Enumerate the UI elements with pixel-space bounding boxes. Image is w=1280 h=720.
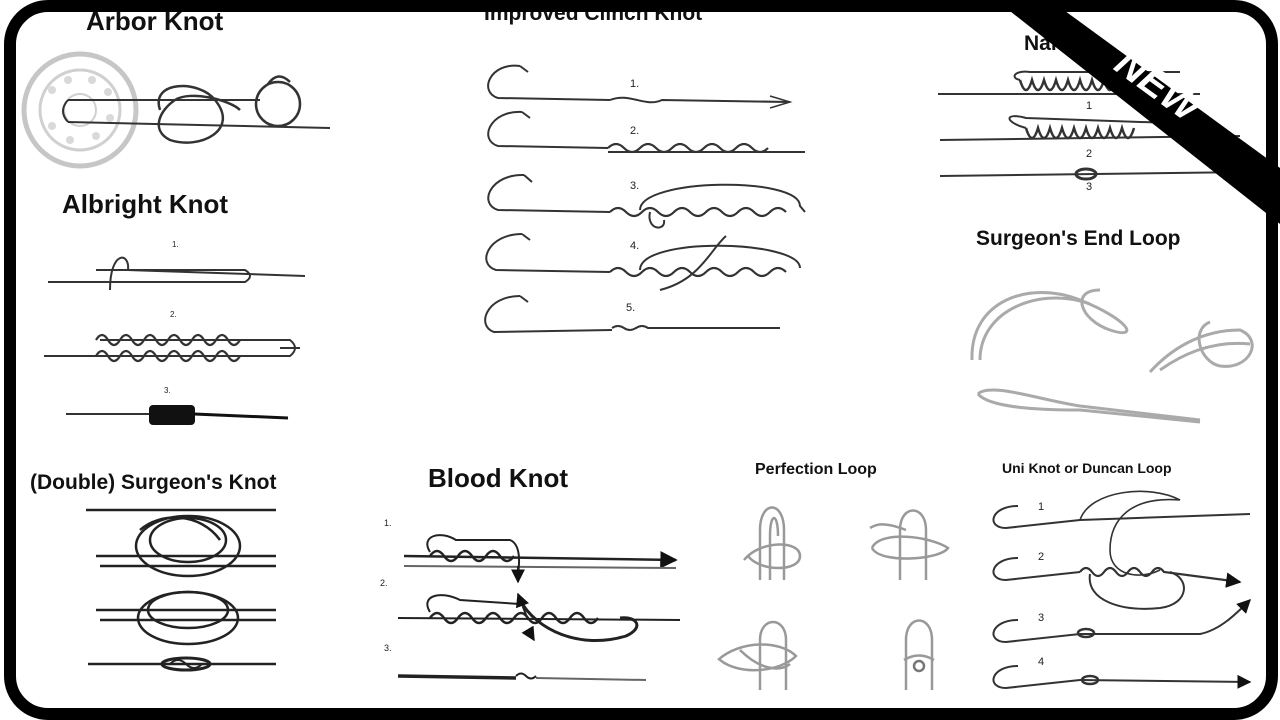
albright-knot-diagram	[44, 256, 306, 425]
fish-hook-icon	[992, 557, 1081, 582]
uni-knot-title: Uni Knot or Duncan Loop	[1002, 460, 1172, 476]
arrow-icon	[515, 592, 530, 621]
blood-knot-title: Blood Knot	[428, 463, 569, 493]
new-badge: NEW	[996, 0, 1280, 224]
fish-hook-icon	[487, 110, 609, 149]
surgeons-end-loop-title: Surgeon's End Loop	[976, 227, 1181, 250]
fish-hook-icon	[992, 505, 1081, 530]
blood-knot-diagram	[397, 534, 681, 681]
arrow-icon	[1080, 599, 1251, 635]
arrow-icon	[1079, 674, 1252, 689]
perfection-loop-diagram	[717, 506, 950, 690]
perfection-loop-title: Perfection Loop	[755, 461, 877, 478]
arrow-icon	[521, 625, 535, 642]
uni-step-3: 3	[1038, 612, 1045, 624]
blood-step-3: 3.	[384, 643, 392, 653]
uni-knot-diagram	[992, 490, 1252, 690]
clinch-step-2: 2.	[630, 125, 640, 137]
double-surgeons-knot-title: (Double) Surgeon's Knot	[30, 471, 277, 494]
surgeons-end-loop-diagram	[970, 288, 1254, 424]
clinch-step-5: 5.	[626, 302, 636, 314]
uni-step-1: 1	[1038, 501, 1045, 513]
fish-hook-icon	[487, 173, 611, 213]
fishing-reel-icon	[21, 51, 139, 169]
blood-step-2: 2.	[380, 578, 388, 588]
blood-step-1: 1.	[384, 518, 392, 528]
nail-step-3: 3	[1086, 181, 1093, 193]
albright-knot-title: Albright Knot	[62, 189, 229, 219]
albright-step-2: 2.	[170, 310, 177, 319]
arbor-knot-diagram	[21, 51, 331, 169]
albright-step-3: 3.	[164, 386, 171, 395]
nail-step-1: 1	[1086, 100, 1093, 112]
nail-step-2: 2	[1086, 148, 1093, 160]
albright-step-1: 1.	[172, 240, 179, 249]
clinch-step-4: 4.	[630, 240, 640, 252]
card-border	[4, 0, 1278, 720]
clinch-step-3: 3.	[630, 180, 640, 192]
clinch-step-1: 1.	[630, 78, 640, 90]
uni-step-4: 4	[1038, 656, 1045, 668]
fish-hook-icon	[992, 619, 1081, 644]
arrow-icon	[403, 551, 678, 569]
fish-hook-icon	[484, 295, 613, 334]
fish-hook-icon	[992, 665, 1081, 690]
double-surgeons-knot-diagram	[86, 508, 276, 672]
arrow-icon	[1079, 566, 1242, 588]
uni-step-2: 2	[1038, 551, 1045, 563]
fish-hook-icon	[487, 64, 611, 101]
fish-hook-icon	[485, 233, 611, 273]
clinch-knot-diagram	[484, 64, 806, 334]
